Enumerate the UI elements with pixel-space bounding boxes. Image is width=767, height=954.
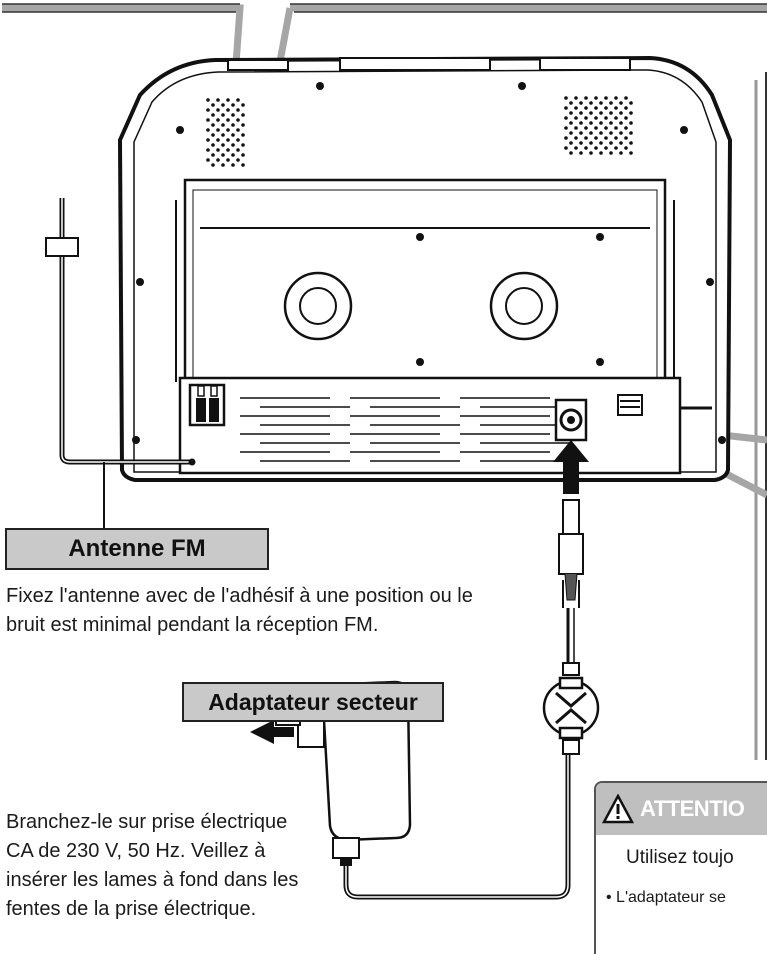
attention-title: ATTENTIO — [640, 796, 745, 821]
fm-antenna-terminal — [188, 383, 226, 427]
attention-bullet: • L'adaptateur se — [606, 889, 726, 906]
speaker-grille-left — [206, 98, 245, 167]
speaker-grille-right — [564, 96, 633, 155]
ac-adapter-instructions-line: insérer les lames à fond dans les — [6, 869, 299, 891]
attention-crop: ATTENTIO Utilisez toujo • L'adaptateur s… — [594, 781, 767, 954]
callout-lines-top-outline — [2, 3, 767, 13]
attention-header: ATTENTIO — [596, 783, 767, 835]
fm-antenna-wire — [45, 198, 196, 542]
arrow-left-icon — [250, 720, 294, 744]
fm-antenna-instructions-line: bruit est minimal pendant la réception F… — [6, 614, 379, 636]
ac-adapter-instructions: Branchez-le sur prise électrique CA de 2… — [6, 808, 298, 924]
attention-box: ATTENTIO Utilisez toujo • L'adaptateur s… — [594, 781, 767, 954]
ac-adapter-instructions-line: CA de 230 V, 50 Hz. Veillez à — [6, 840, 266, 862]
callout-panel-right — [754, 71, 767, 760]
rear-switch — [617, 394, 712, 416]
ac-adapter-cable — [343, 499, 584, 900]
dc-in-jack — [554, 398, 588, 442]
warning-triangle-icon — [602, 794, 634, 824]
ac-adapter-instructions-line: Branchez-le sur prise électrique — [6, 811, 288, 833]
vent-panel — [178, 376, 682, 475]
fm-antenna-instructions-line: Fixez l'antenne avec de l'adhésif à une … — [6, 585, 473, 607]
fm-antenna-instructions: Fixez l'antenne avec de l'adhésif à une … — [6, 582, 473, 640]
ac-adapter-instructions-line: fentes de la prise électrique. — [6, 898, 257, 920]
arrow-up-icon — [553, 440, 589, 494]
ac-adapter-label: Adaptateur secteur — [182, 682, 444, 722]
ferrite-core — [542, 676, 600, 740]
device-stand — [175, 178, 675, 397]
fm-antenna-label: Antenne FM — [5, 528, 269, 570]
attention-text: Utilisez toujo — [626, 847, 734, 868]
